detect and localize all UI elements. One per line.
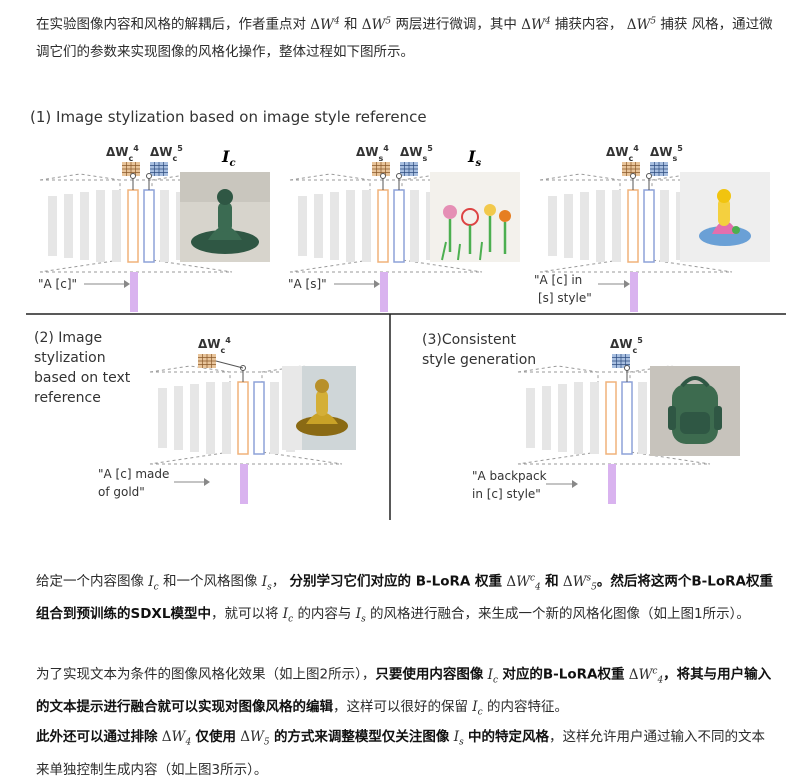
paragraph-1: 给定一个内容图像 Ic 和一个风格图像 Is， 分别学习它们对应的 B-LoRA… [36, 565, 776, 634]
photo-green-statue [180, 172, 270, 262]
lora-weight-icon [149, 161, 169, 177]
panel3-title: (3)Consistent [422, 332, 516, 348]
b-lora-figure: (1) Image stylization based on image sty… [26, 100, 786, 520]
math-delta-w5: ΔW5 [626, 16, 657, 33]
photo-flower-drawing [430, 172, 520, 262]
math-ic: Ic [487, 666, 499, 686]
paragraph-text: 和一个风格图像 [162, 573, 258, 590]
prompt-text: of gold" [98, 485, 145, 499]
prompt-text: "A backpack [472, 469, 547, 483]
paragraph-text: ，这样允许用户通过输入不同的文本来单独控制生成内容（如上图3所示）。 [36, 729, 765, 778]
math-delta-w5: ΔW5 [240, 729, 270, 748]
prompt-text: [s] style" [538, 291, 592, 305]
subpanel-combined: ΔWc4 ΔWs5 "A [c] in [s] style" [534, 144, 733, 313]
paragraph-3: 此外还可以通过排除 ΔW4 仅使用 ΔW5 的方式来调整模型仅关注图像 Is 中… [36, 724, 776, 784]
lora-weight-icon [399, 161, 419, 177]
lora-weight-icon [649, 161, 669, 177]
w4-label: ΔWc4 [106, 144, 139, 163]
w4-label: ΔWc4 [606, 144, 639, 163]
math-delta-w4c: ΔWc4 [506, 573, 541, 593]
panel3: (3)Consistent style generation ΔWc5 "A b… [422, 332, 711, 505]
figure-canvas: (1) Image stylization based on image sty… [26, 108, 786, 520]
w5-label: ΔWc5 [150, 144, 183, 163]
math-delta-w4: ΔW4 [310, 16, 340, 33]
panel2-title: (2) Image [34, 330, 102, 346]
prompt-text: "A [c] in [534, 273, 582, 287]
photo-gold-statue [282, 366, 356, 450]
intro-text: 两层进行微调，其中 [395, 16, 517, 33]
prompt-text: in [c] style" [472, 487, 541, 501]
panel2-title: based on text [34, 370, 131, 386]
panel3-title: style generation [422, 352, 536, 368]
w5-label: ΔWs5 [400, 144, 433, 163]
paragraph-text: 的风格进行融合，来生成一个新的风格化图像（如上图1所示）。 [370, 606, 750, 623]
paragraph-bold: 仅使用 [195, 729, 236, 745]
paragraph-bold: ，将其与用户输入的文本提示进行融合就可以实现对图像风格的编辑 [36, 666, 772, 716]
paragraph-text: 给定一个内容图像 [36, 573, 144, 590]
w4-label: ΔWc4 [198, 336, 231, 355]
paragraph-text: ，这样可以很好的保留 [333, 699, 468, 716]
math-is: Is [261, 573, 272, 593]
intro-text: 风格，通过微调它们的参数来实现图像的风格化操作，整体过程如下图所示。 [36, 16, 773, 60]
intro-paragraph: 在实验图像内容和风格的解耦后，作者重点对 ΔW4 和 ΔW5 两层进行微调，其中… [36, 8, 776, 66]
intro-text: 在实验图像内容和风格的解耦后，作者重点对 [36, 16, 306, 33]
prompt-text: "A [c]" [38, 277, 77, 291]
image-label: Is [467, 147, 481, 169]
intro-text: 捕获 [660, 16, 688, 33]
paragraph-bold: 。然后将这两个B-LoRA权重组合到预训练的SDXL模型中 [36, 573, 773, 623]
w5-label: ΔWc5 [610, 336, 643, 355]
w5-label: ΔWs5 [650, 144, 683, 163]
subpanel-content: ΔWc4 ΔWc5 Ic "A [c]" [38, 144, 236, 313]
paragraph-bold: 对应的B-LoRA权重 [502, 666, 625, 683]
math-is: Is [355, 606, 366, 625]
math-ic: Ic [472, 699, 483, 718]
paragraph-text: 为了实现文本为条件的图像风格化效果（如上图2所示）， [36, 666, 376, 683]
intro-text: 捕获内容， [554, 16, 623, 33]
paragraph-text: ，就可以将 [210, 606, 279, 623]
panel2: (2) Image stylization based on text refe… [34, 330, 343, 505]
math-ic: Ic [148, 573, 159, 593]
image-label: Ic [221, 147, 236, 169]
math-delta-w4c: ΔWc4 [628, 666, 664, 686]
prompt-text: "A [c] made [98, 467, 169, 481]
paragraph-bold: 只要使用内容图像 [375, 666, 484, 683]
paragraph-text: 的内容与 [297, 606, 352, 623]
paragraph-bold: 中的特定风格 [468, 729, 549, 745]
photo-green-backpack [650, 366, 740, 456]
paragraph-bold: 此外还可以通过排除 [36, 729, 158, 745]
subpanel-style: ΔWs4 ΔWs5 Is "A [s]" [288, 144, 483, 313]
paragraph-bold: 和 [545, 573, 559, 590]
panel1-title: (1) Image stylization based on image sty… [30, 108, 427, 126]
paragraph-2: 为了实现文本为条件的图像风格化效果（如上图2所示），只要使用内容图像 Ic 对应… [36, 658, 776, 727]
math-delta-w4: ΔW4 [521, 16, 551, 33]
panel2-title: stylization [34, 350, 106, 366]
photo-stylized-statue [680, 172, 770, 262]
math-ic: Ic [282, 606, 294, 625]
math-delta-w5: ΔW5 [361, 16, 392, 33]
lora-weight-icon [197, 353, 217, 369]
math-is: Is [453, 729, 464, 748]
w4-label: ΔWs4 [356, 144, 389, 163]
paragraph-text: ， [271, 573, 286, 590]
paragraph-bold: 分别学习它们对应的 B-LoRA 权重 [289, 573, 503, 590]
paragraph-text: 的内容特征。 [486, 699, 568, 716]
math-delta-w4: ΔW4 [161, 729, 192, 748]
panel2-title: reference [34, 390, 101, 406]
intro-text: 和 [343, 16, 358, 33]
prompt-text: "A [s]" [288, 277, 327, 291]
paragraph-bold: 的方式来调整模型仅关注图像 [273, 729, 450, 745]
math-delta-w5s: ΔWs5 [562, 573, 597, 593]
